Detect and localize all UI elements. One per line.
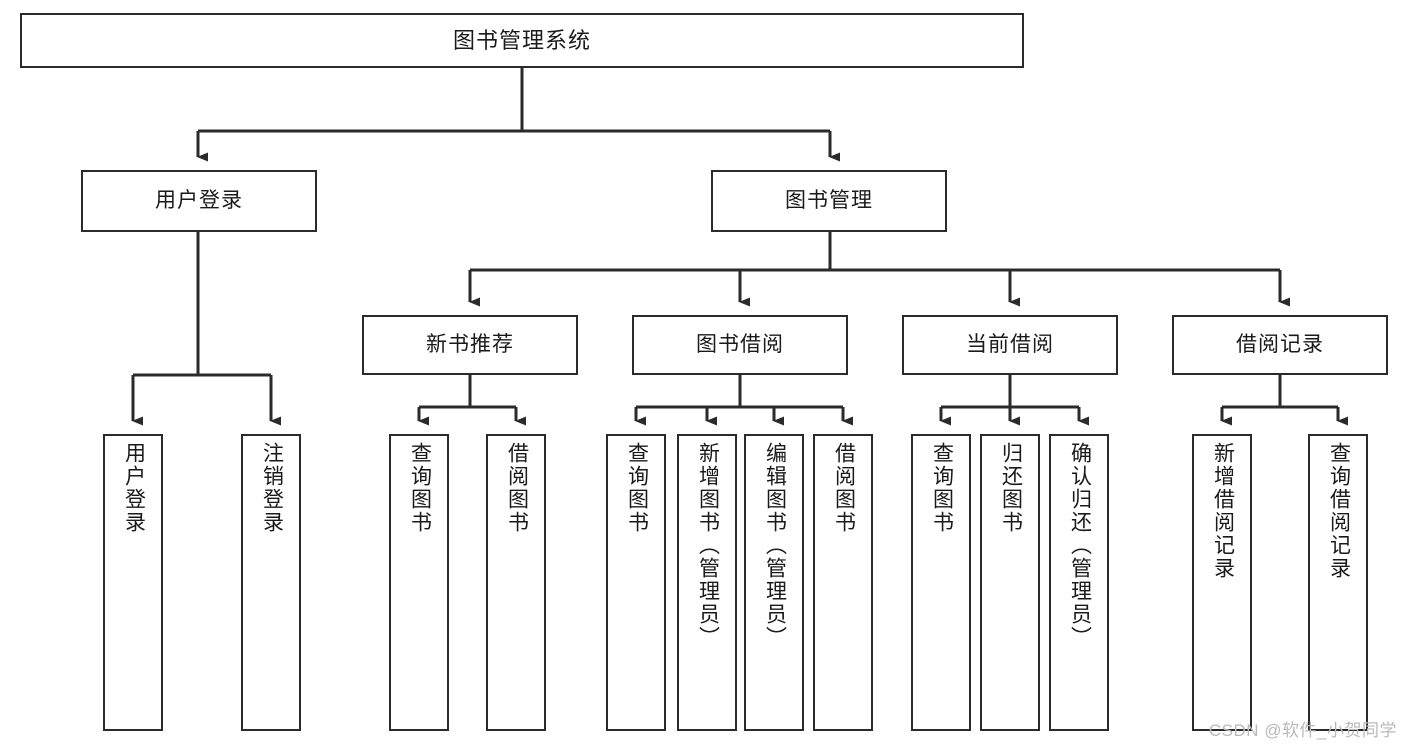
node-borrowing-record[interactable]: 借阅记录 [1172,315,1388,375]
node-new-book-recommendation[interactable]: 新书推荐 [362,315,578,375]
leaf-borrow-record-query-record[interactable]: 查询借阅记录 [1308,434,1368,731]
leaf-book-borrow-edit-book-admin[interactable]: 编辑图书（管理员） [744,434,804,731]
leaf-user-login-logout[interactable]: 注销登录 [241,434,301,731]
node-current-borrowing[interactable]: 当前借阅 [902,315,1118,375]
leaf-borrow-record-add-record[interactable]: 新增借阅记录 [1192,434,1252,731]
node-label: 图书管理 [785,188,873,212]
node-label: 确认归还（管理员） [1068,442,1092,649]
leaf-current-borrow-confirm-return-admin[interactable]: 确认归还（管理员） [1049,434,1109,731]
node-label: 查询图书 [930,442,954,534]
node-label: 归还图书 [999,442,1023,534]
leaf-book-borrow-add-book-admin[interactable]: 新增图书（管理员） [677,434,737,731]
node-label: 查询图书 [408,442,432,534]
node-label: 用户登录 [122,442,146,534]
node-label: 编辑图书（管理员） [763,442,787,649]
node-label: 新书推荐 [426,332,514,356]
leaf-book-borrow-query-book[interactable]: 查询图书 [606,434,666,731]
leaf-current-borrow-query-book[interactable]: 查询图书 [911,434,971,731]
leaf-current-borrow-return-book[interactable]: 归还图书 [980,434,1040,731]
leaf-new-book-borrow-book[interactable]: 借阅图书 [486,434,546,731]
node-label: 当前借阅 [966,332,1054,356]
node-label: 查询借阅记录 [1327,442,1351,580]
node-label: 图书管理系统 [452,27,591,53]
node-label: 注销登录 [260,442,284,534]
node-root-book-management-system[interactable]: 图书管理系统 [20,13,1024,68]
node-label: 借阅图书 [832,442,856,534]
leaf-user-login-login[interactable]: 用户登录 [103,434,163,731]
node-user-login[interactable]: 用户登录 [81,170,317,232]
node-label: 借阅图书 [505,442,529,534]
node-book-borrowing[interactable]: 图书借阅 [632,315,848,375]
csdn-watermark: CSDN @软件_小贺同学 [1208,721,1397,740]
node-label: 新增图书（管理员） [696,442,720,649]
leaf-new-book-query-book[interactable]: 查询图书 [389,434,449,731]
node-label: 查询图书 [625,442,649,534]
node-label: 新增借阅记录 [1211,442,1235,580]
leaf-book-borrow-borrow-book[interactable]: 借阅图书 [813,434,873,731]
node-label: 用户登录 [155,188,243,212]
node-label: 借阅记录 [1236,332,1324,356]
node-label: 图书借阅 [696,332,784,356]
node-book-management[interactable]: 图书管理 [711,170,947,232]
